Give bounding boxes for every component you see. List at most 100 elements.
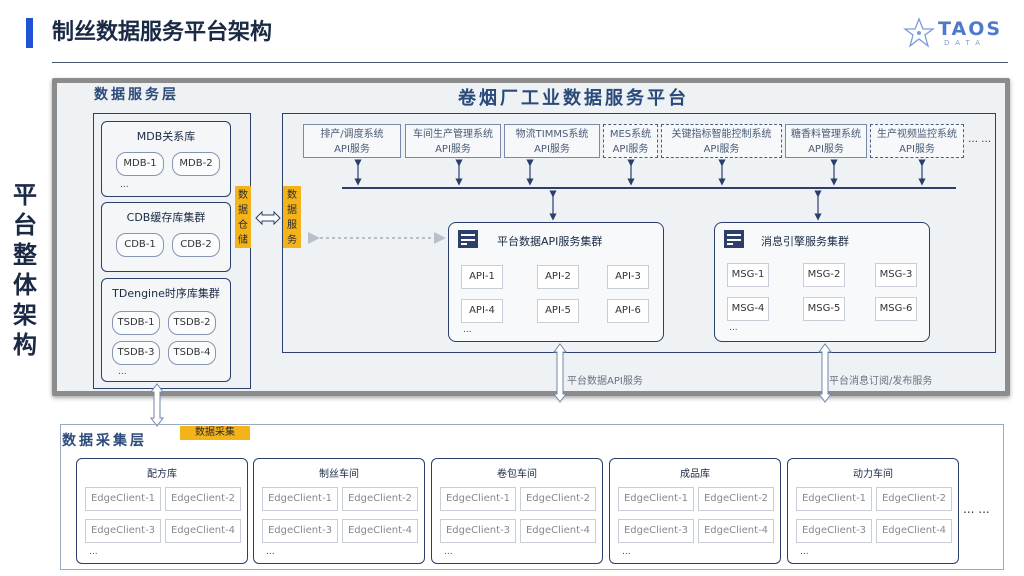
edge-client: EdgeClient-2 [342, 487, 418, 511]
edge-client: EdgeClient-2 [876, 487, 952, 511]
system-box-timms: 物流TIMMS系统 API服务 [504, 124, 600, 158]
api-node: API-6 [607, 299, 649, 323]
server-icon [724, 230, 744, 248]
tdengine-title: TDengine时序库集群 [112, 287, 220, 300]
tsdb-node: TSDB-1 [112, 311, 160, 335]
system-box-workshop: 车间生产管理系统 API服务 [405, 124, 501, 158]
edge-client: EdgeClient-4 [165, 519, 241, 543]
msg-node: MSG-4 [727, 297, 769, 321]
system-api: API服务 [334, 144, 370, 155]
warehouse-label: 数据仓储 [235, 186, 251, 248]
tsdb-node: TSDB-2 [168, 311, 216, 335]
system-box-kpi: 关键指标智能控制系统 API服务 [661, 124, 782, 158]
workshop-more: ... [800, 547, 809, 557]
workshop-title: 成品库 [680, 469, 710, 480]
edge-client: EdgeClient-4 [876, 519, 952, 543]
title-accent-bar [26, 18, 33, 48]
service-layer-label: 数据服务层 [94, 87, 179, 103]
collect-tag: 数据采集 [180, 426, 250, 440]
page-title: 制丝数据服务平台架构 [52, 20, 273, 45]
edge-client: EdgeClient-3 [440, 519, 516, 543]
system-name: 关键指标智能控制系统 [671, 129, 772, 140]
edge-client: EdgeClient-1 [85, 487, 161, 511]
msg-node: MSG-1 [727, 263, 769, 287]
api-link-label: 平台数据API服务 [567, 376, 643, 387]
cdb-box: CDB缓存库集群 CDB-1 CDB-2 [101, 202, 231, 272]
platform-title: 卷烟厂工业数据服务平台 [458, 88, 689, 109]
api-node: API-5 [537, 299, 579, 323]
workshop-title: 卷包车间 [497, 469, 537, 480]
workshop-title: 配方库 [147, 469, 177, 480]
edge-client: EdgeClient-2 [520, 487, 596, 511]
server-icon [458, 230, 478, 248]
workshop-more: ... [622, 547, 631, 557]
mdb-more: ... [120, 180, 129, 190]
system-name: 生产视频监控系统 [877, 129, 957, 140]
system-box-video: 生产视频监控系统 API服务 [870, 124, 964, 158]
api-cluster-title: 平台数据API服务集群 [497, 235, 603, 248]
api-node: API-3 [607, 265, 649, 289]
tsdb-more: ... [118, 367, 127, 377]
api-node: API-4 [461, 299, 503, 323]
edge-client: EdgeClient-4 [342, 519, 418, 543]
cdb-title: CDB缓存库集群 [126, 211, 206, 224]
edge-client: EdgeClient-2 [165, 487, 241, 511]
system-api: API服务 [808, 144, 844, 155]
system-box-scheduling: 排产/调度系统 API服务 [303, 124, 401, 158]
edge-client: EdgeClient-2 [698, 487, 774, 511]
mdb-node: MDB-1 [116, 152, 164, 176]
storage-column [93, 113, 251, 389]
tdengine-box: TDengine时序库集群 TSDB-1 TSDB-2 TSDB-3 TSDB-… [101, 278, 231, 382]
edge-client: EdgeClient-1 [618, 487, 694, 511]
cdb-node: CDB-2 [172, 233, 220, 257]
tsdb-node: TSDB-3 [112, 341, 160, 365]
system-name: 排产/调度系统 [320, 129, 384, 140]
api-node: API-2 [537, 265, 579, 289]
system-api: API服务 [899, 144, 935, 155]
system-box-mes: MES系统 API服务 [603, 124, 658, 158]
system-api: API服务 [612, 144, 649, 155]
logo-sub: DATA [944, 39, 987, 47]
logo-brand: TAOS [938, 18, 1003, 40]
msg-more: ... [729, 323, 738, 333]
mdb-box: MDB关系库 MDB-1 MDB-2 ... [101, 121, 231, 197]
collect-layer-label: 数据采集层 [62, 433, 147, 449]
msg-node: MSG-3 [875, 263, 917, 287]
collect-layer-panel [60, 424, 1004, 570]
tsdb-node: TSDB-4 [168, 341, 216, 365]
mdb-node: MDB-2 [172, 152, 220, 176]
workshop-more: ... [444, 547, 453, 557]
logo-icon [903, 17, 935, 48]
system-api: API服务 [435, 144, 471, 155]
workshop-title: 动力车间 [853, 469, 893, 480]
edge-client: EdgeClient-3 [618, 519, 694, 543]
msg-node: MSG-2 [803, 263, 845, 287]
edge-client: EdgeClient-1 [262, 487, 338, 511]
system-name: 车间生产管理系统 [413, 129, 493, 140]
msg-link-label: 平台消息订阅/发布服务 [829, 376, 933, 387]
edge-client: EdgeClient-3 [796, 519, 872, 543]
data-service-label: 数据服务 [283, 186, 301, 248]
edge-client: EdgeClient-4 [698, 519, 774, 543]
workshop-title: 制丝车间 [319, 469, 359, 480]
system-box-flavor: 糖香料管理系统 API服务 [785, 124, 867, 158]
system-name: 物流TIMMS系统 [515, 129, 589, 140]
api-node: API-1 [461, 265, 503, 289]
edge-client: EdgeClient-4 [520, 519, 596, 543]
edge-client: EdgeClient-1 [440, 487, 516, 511]
api-more: ... [463, 325, 472, 335]
api-cluster: 平台数据API服务集群 API-1 API-2 API-3 API-4 API-… [448, 222, 664, 342]
edge-client: EdgeClient-3 [262, 519, 338, 543]
msg-node: MSG-6 [875, 297, 917, 321]
cdb-node: CDB-1 [116, 233, 164, 257]
mdb-title: MDB关系库 [136, 130, 196, 143]
workshop-more: ... [266, 547, 275, 557]
system-name: 糖香料管理系统 [791, 129, 861, 140]
msg-cluster-title: 消息引擎服务集群 [761, 235, 849, 248]
